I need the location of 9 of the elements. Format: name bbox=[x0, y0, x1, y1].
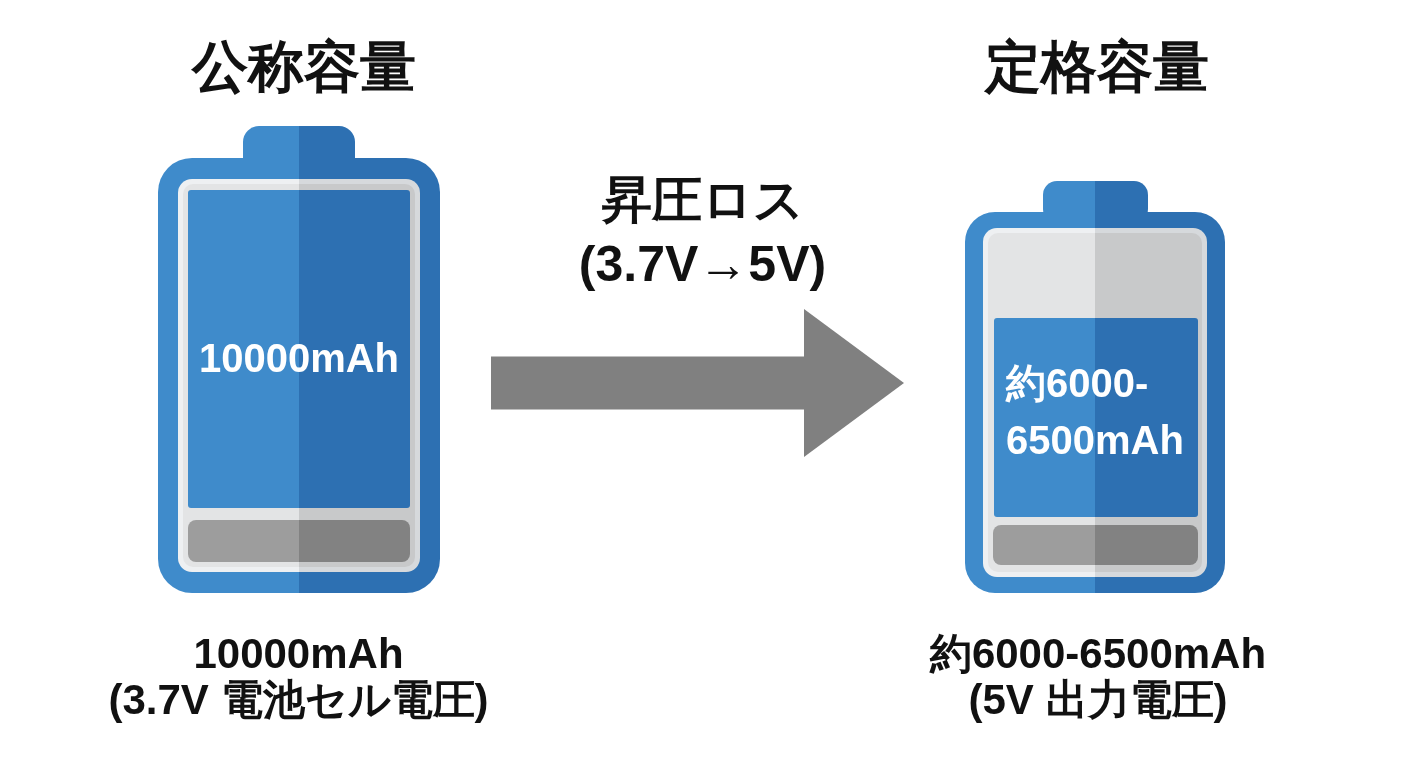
capacity-heading: 公称容量 bbox=[192, 35, 416, 98]
voltage-note: (5V 出力電圧) bbox=[968, 676, 1228, 723]
voltage-note: (3.7V 電池セル電圧) bbox=[108, 676, 489, 723]
capacity-value: 10000mAh bbox=[197, 335, 401, 382]
capacity-heading: 定格容量 bbox=[985, 35, 1209, 98]
arrow bbox=[491, 309, 904, 457]
capacity-caption: 約6000-6500mAh bbox=[929, 630, 1267, 677]
capacity-value: 約6000- 6500mAh bbox=[1006, 360, 1185, 464]
capacity-caption: 10000mAh bbox=[193, 630, 404, 677]
